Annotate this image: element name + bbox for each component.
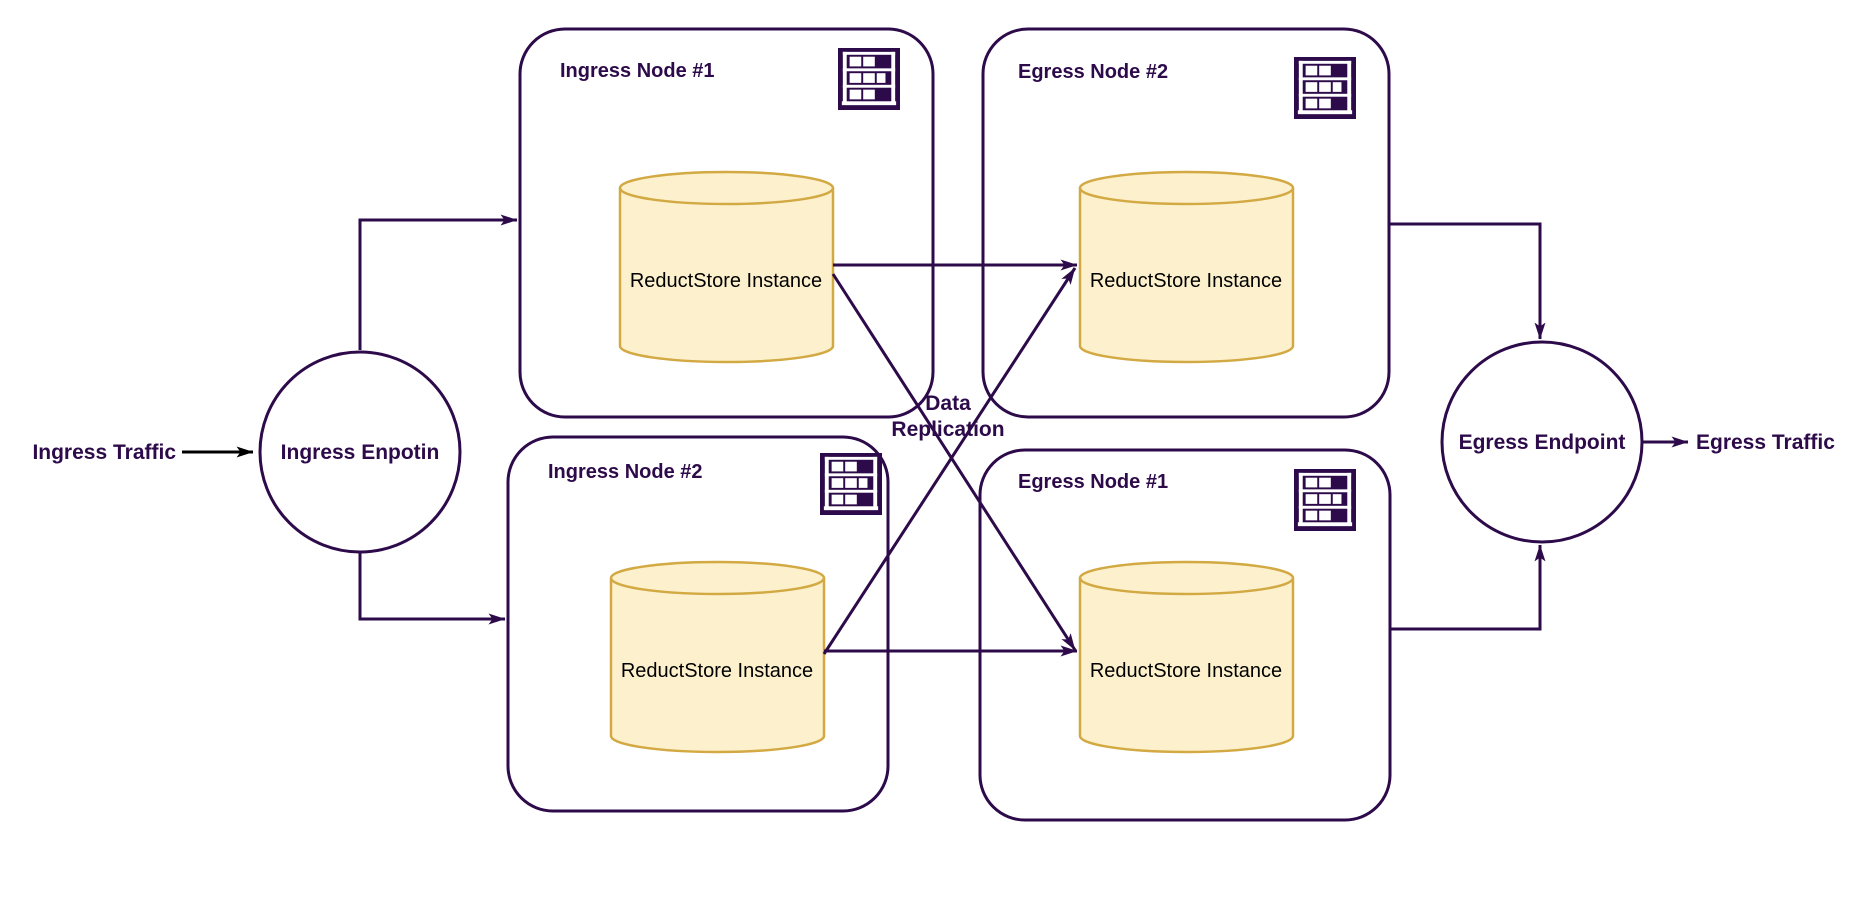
data-replication-label-line-2: Replication <box>891 418 1004 441</box>
ingress-endpoint-to-ingress-node-1-connector <box>358 214 518 350</box>
egress-node-1-to-egress-endpoint-connector <box>1390 544 1546 631</box>
server-rack-icon <box>1294 57 1356 119</box>
egress-endpoint-label: Egress Endpoint <box>1459 431 1626 454</box>
ingress-node-2-database-cylinder <box>609 560 826 754</box>
ingress-endpoint-node <box>258 350 462 554</box>
server-rack-icon <box>838 48 900 110</box>
replication-ingress-1-to-egress-1-connector <box>831 273 1077 651</box>
data-replication-label-line-1: Data <box>925 392 971 415</box>
egress-node-1-title: Egress Node #1 <box>1018 471 1168 493</box>
egress-node-2-database-cylinder <box>1078 170 1295 364</box>
egress-endpoint-node <box>1440 340 1644 544</box>
egress-node-1-instance-label: ReductStore Instance <box>1090 660 1282 682</box>
egress-traffic-label: Egress Traffic <box>1696 431 1835 454</box>
egress-node-2-title: Egress Node #2 <box>1018 61 1168 83</box>
server-rack-icon <box>1294 469 1356 531</box>
replication-ingress-2-to-egress-2-connector <box>822 267 1077 655</box>
ingress-node-1-title: Ingress Node #1 <box>560 60 715 82</box>
egress-node-1-database-cylinder <box>1078 560 1295 754</box>
ingress-node-2-title: Ingress Node #2 <box>548 461 703 483</box>
ingress-endpoint-to-ingress-node-2-connector <box>358 552 506 625</box>
ingress-node-1-instance-label: ReductStore Instance <box>630 270 822 292</box>
egress-node-2-to-egress-endpoint-connector <box>1389 222 1546 340</box>
ingress-endpoint-label: Ingress Enpotin <box>281 441 440 464</box>
server-rack-icon <box>820 453 882 515</box>
data-replication-label: Data Replication <box>891 392 1004 441</box>
egress-node-2-instance-label: ReductStore Instance <box>1090 270 1282 292</box>
ingress-node-2-instance-label: ReductStore Instance <box>621 660 813 682</box>
ingress-node-1-database-cylinder <box>618 170 835 364</box>
ingress-traffic-label: Ingress Traffic <box>32 441 176 464</box>
